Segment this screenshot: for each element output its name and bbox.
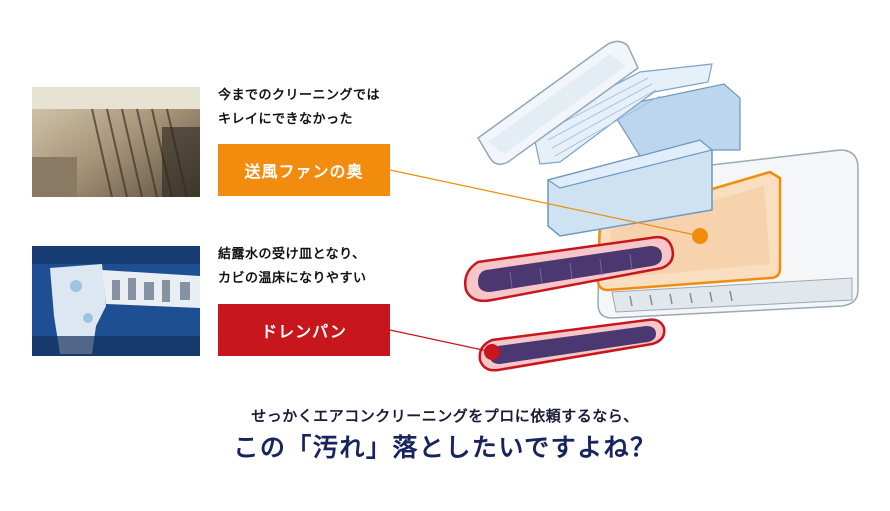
blower-fan	[464, 235, 675, 303]
drain-connector	[389, 329, 500, 360]
drain-pan-part	[478, 318, 666, 372]
fan-interior-photo	[32, 87, 200, 197]
drain-label: ドレンパン	[218, 304, 390, 356]
fan-description: 今までのクリーニングでは キレイにできなかった	[218, 84, 380, 132]
drain-pan-photo	[32, 246, 200, 356]
fan-description-line2: キレイにできなかった	[218, 112, 354, 127]
drain-indicator-dot	[484, 344, 500, 360]
drain-description-line1: 結露水の受け皿となり、	[218, 247, 366, 262]
drain-description-line2: カビの温床になりやすい	[218, 271, 367, 286]
drain-description: 結露水の受け皿となり、 カビの温床になりやすい	[218, 243, 367, 291]
fan-description-line1: 今までのクリーニングでは	[218, 88, 381, 103]
fan-connector	[389, 169, 708, 244]
fan-indicator-dot	[692, 228, 708, 244]
headline: この「汚れ」落としたいですよね？	[233, 433, 657, 462]
filter-mesh	[531, 63, 713, 165]
front-panel	[477, 40, 639, 165]
lead-text: せっかくエアコンクリーニングをプロに依頼するなら、	[251, 407, 639, 425]
fan-label: 送風ファンの奥	[218, 144, 390, 196]
